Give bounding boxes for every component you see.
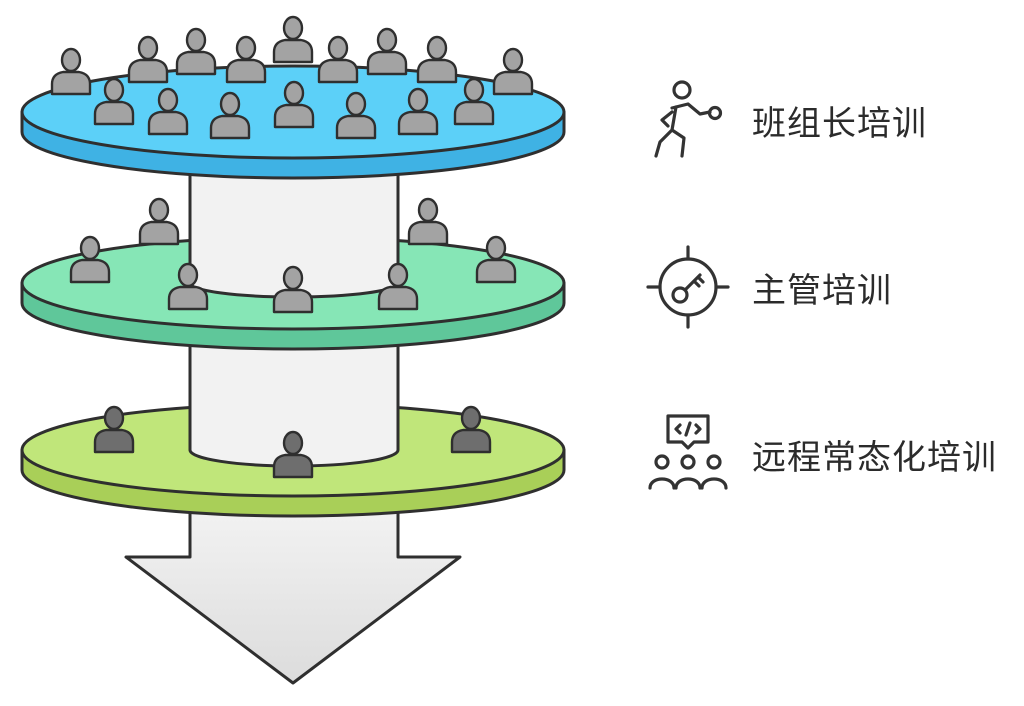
person-figure-top	[397, 87, 439, 136]
person-figure-top	[127, 35, 169, 84]
down-arrow	[124, 493, 462, 685]
person-figure-mid	[167, 262, 209, 311]
person-figure-top	[317, 35, 359, 84]
legend-label-supervisor: 主管培训	[752, 270, 892, 311]
legend-item-remote: 远程常态化培训	[642, 408, 997, 500]
person-figure-top	[175, 27, 217, 76]
person-figure-top	[209, 91, 251, 140]
group-code-icon	[648, 414, 728, 490]
person-figure-bottom	[272, 430, 314, 479]
person-figure-top	[453, 77, 495, 126]
person-figure-top	[492, 47, 534, 96]
people-layer	[50, 15, 534, 479]
legend-item-supervisor: 主管培训	[642, 241, 892, 333]
person-figure-top	[93, 77, 135, 126]
tier-diagram	[20, 15, 566, 685]
target-key-icon	[646, 245, 730, 329]
person-figure-bottom	[450, 405, 492, 454]
person-figure-top	[335, 91, 377, 140]
legend-item-team-leader: 班组长培训	[642, 74, 927, 166]
person-figure-mid	[69, 235, 111, 284]
person-figure-mid	[475, 235, 517, 284]
person-figure-top	[366, 27, 408, 76]
person-figure-top	[416, 35, 458, 84]
person-figure-top	[147, 87, 189, 136]
person-figure-mid	[138, 197, 180, 246]
person-figure-top	[272, 15, 314, 64]
person-figure-top	[225, 35, 267, 84]
person-figure-bottom	[93, 405, 135, 454]
running-person-icon	[654, 80, 723, 158]
legend-label-team-leader: 班组长培训	[752, 103, 927, 144]
person-figure-top	[50, 47, 92, 96]
person-figure-mid	[377, 262, 419, 311]
person-figure-top	[273, 80, 315, 129]
person-figure-mid	[407, 197, 449, 246]
legend-label-remote: 远程常态化培训	[752, 437, 997, 478]
person-figure-mid	[272, 265, 314, 314]
